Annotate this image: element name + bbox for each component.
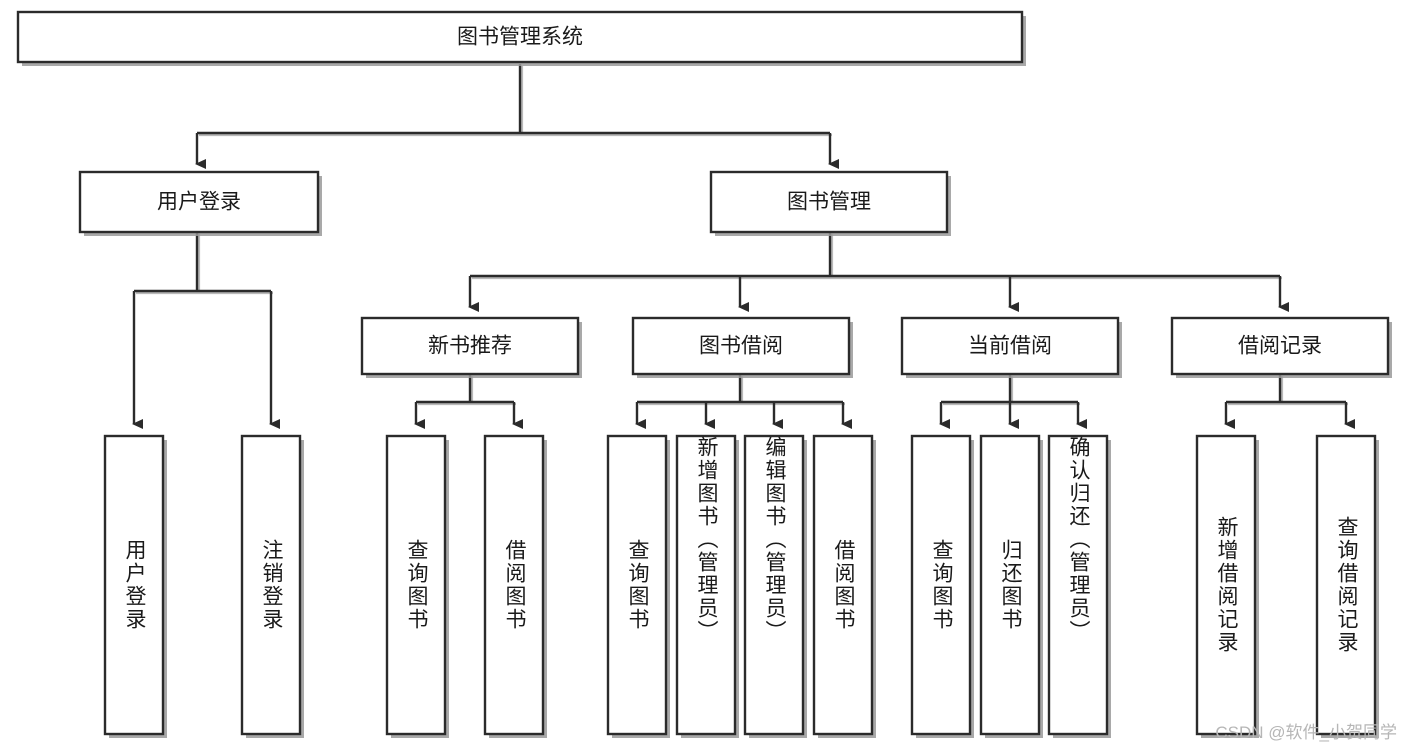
- leaf-new-book-0[interactable]: [385, 434, 449, 738]
- edge-root-to-level2: [195, 64, 839, 169]
- leaf-borrow-records-1[interactable]: [1315, 434, 1379, 738]
- node-book-borrow[interactable]: 图书借阅: [631, 316, 853, 378]
- edge-borrow-records-to-leaves: [1224, 374, 1355, 429]
- node-borrow-records[interactable]: 借阅记录: [1170, 316, 1392, 378]
- leaf-current-borrow-2[interactable]: [1047, 434, 1111, 738]
- node-root-label: 图书管理系统: [457, 26, 583, 49]
- leaf-user-login-0[interactable]: [103, 434, 167, 738]
- node-book-management-label: 图书管理: [787, 191, 871, 214]
- node-user-login[interactable]: 用户登录: [78, 170, 322, 236]
- leaf-book-borrow-3[interactable]: [812, 434, 876, 738]
- node-new-book-recommend[interactable]: 新书推荐: [360, 316, 582, 378]
- edge-new-book-to-leaves: [414, 374, 523, 429]
- leaf-current-borrow-1[interactable]: [979, 434, 1043, 738]
- edge-book-borrow-to-leaves: [635, 374, 852, 429]
- node-book-borrow-label: 图书借阅: [699, 335, 783, 358]
- node-current-borrow-label: 当前借阅: [968, 335, 1052, 358]
- edge-book-mgmt-to-level3: [468, 232, 1289, 312]
- watermark-text: CSDN @软件_小贺同学: [1215, 723, 1397, 742]
- node-new-book-recommend-label: 新书推荐: [428, 335, 512, 358]
- node-book-management[interactable]: 图书管理: [709, 170, 951, 236]
- leaf-user-login-1[interactable]: [240, 434, 304, 738]
- node-root[interactable]: 图书管理系统: [16, 10, 1026, 66]
- leaf-book-borrow-1[interactable]: [675, 434, 739, 738]
- node-user-login-label: 用户登录: [157, 191, 241, 214]
- leaf-borrow-records-0[interactable]: [1195, 434, 1259, 738]
- leaf-new-book-1[interactable]: [483, 434, 547, 738]
- leaf-current-borrow-0[interactable]: [910, 434, 974, 738]
- node-current-borrow[interactable]: 当前借阅: [900, 316, 1122, 378]
- edge-current-borrow-to-leaves: [939, 374, 1087, 429]
- node-borrow-records-label: 借阅记录: [1238, 335, 1322, 358]
- leaf-book-borrow-2[interactable]: [743, 434, 807, 738]
- edge-user-login-to-leaves: [132, 232, 280, 429]
- leaf-book-borrow-0[interactable]: [606, 434, 670, 738]
